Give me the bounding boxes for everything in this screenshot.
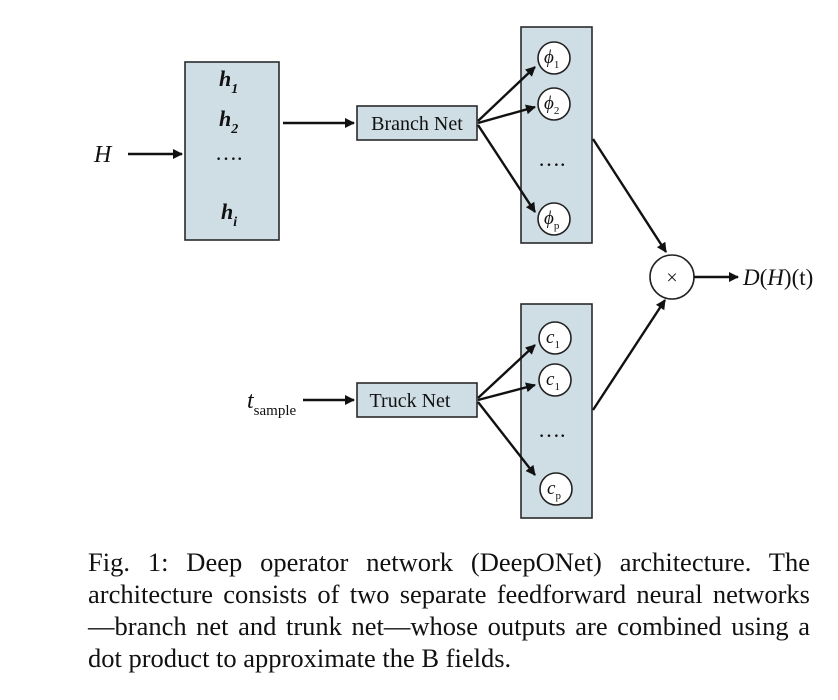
trunk-net-box [356,382,478,418]
c-node-1-label: c1 [546,327,560,351]
phi-node-1 [537,41,571,75]
branch-to-phi1-arrow [477,66,536,122]
input-h-label: H [93,142,113,168]
c-node-p [539,472,573,506]
branch-to-product-arrow [591,138,668,253]
c-node-1 [538,321,572,355]
hidden-unit-hi: hi [221,199,237,230]
hidden-unit-h2: h2 [219,106,238,137]
figure-caption: Fig. 1: Deep operator network (DeepONet)… [88,546,810,674]
c-node-2-label: c1 [546,369,560,393]
figure-caption-text: Fig. 1: Deep operator network (DeepONet)… [88,547,810,673]
phi-ellipsis: …. [538,146,566,171]
phi-node-2-label: ϕ2 [544,93,559,117]
trunk-to-c1-arrow [477,344,536,399]
branch-to-phip-arrow [476,124,537,213]
trunk-to-cp-arrow [477,401,536,476]
output-label: D(H)(t) [742,265,813,290]
phi-node-p-label: ϕp [544,208,560,232]
input-t-label: tsample [247,388,297,419]
c-node-p-label: cp [547,478,561,502]
branch-net-label: Branch Net [371,113,463,135]
product-symbol: × [666,267,677,289]
deeponet-diagram: H h1 h2 …. hi Branch Net ϕ1 ϕ2 …. ϕp tsa… [93,26,813,519]
phi-node-p [537,202,571,236]
c-ellipsis: …. [538,417,566,442]
phi-node-2 [537,87,571,121]
c-node-2 [538,363,572,397]
trunk-to-c2-arrow [477,382,536,402]
phi-node-1-label: ϕ1 [544,47,559,71]
trunk-to-product-arrow [591,299,667,411]
hidden-layer-box [184,61,280,241]
hidden-unit-h1: h1 [219,66,238,97]
trunk-net-label: Truck Net [370,390,451,412]
branch-net-box [356,105,478,141]
branch-to-phi2-arrow [477,104,536,125]
hidden-ellipsis: …. [215,140,243,165]
